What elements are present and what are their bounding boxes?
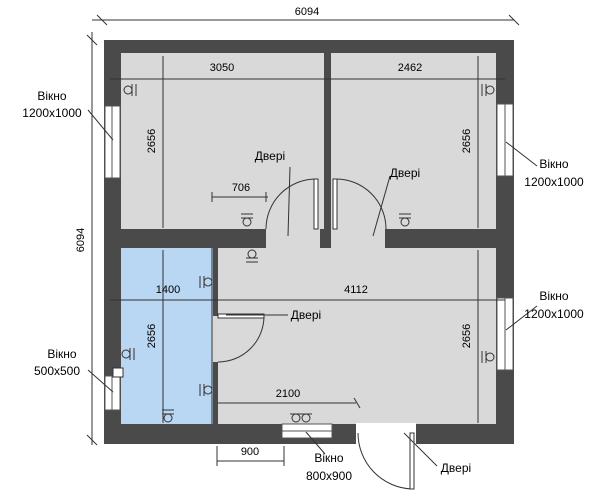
dim-room-top-right-width: 2462 (398, 62, 422, 74)
dim-door-offset: 900 (241, 446, 259, 458)
dim-overall-height: 6094 (75, 228, 87, 252)
door-swing-top-right (335, 178, 387, 230)
room-top-left (121, 53, 324, 229)
callout-leaders (87, 109, 538, 467)
label-window-bottom-title: Вікно (314, 451, 344, 465)
opening-bathroom-door (211, 316, 220, 362)
window-right-top (496, 103, 514, 177)
label-window-left-top-title: Вікно (37, 89, 67, 103)
dim-room-large-width: 4112 (344, 284, 368, 296)
dim-window-segment: 2100 (276, 388, 300, 400)
window-bottom (281, 423, 333, 439)
socket-symbols (121, 84, 495, 423)
label-door-top-right: Двері (390, 166, 420, 180)
dim-room-top-left-width: 3050 (210, 62, 234, 74)
dim-overall-width: 6094 (295, 6, 319, 18)
label-door-entrance: Двері (441, 461, 471, 475)
dim-room-top-right-height: 2656 (461, 129, 473, 153)
room-top-right (331, 53, 496, 229)
label-window-left-top-size: 1200х1000 (22, 106, 82, 120)
door-leaf-entrance (409, 432, 415, 490)
label-window-right-bottom-size: 1200х1000 (524, 307, 584, 321)
door-leaf-top-left (313, 178, 319, 230)
door-leaf-top-right (332, 178, 338, 230)
dim-wall-offset: 706 (232, 182, 250, 194)
opening-top-left-door (266, 228, 320, 250)
door-leaf-bathroom (217, 313, 265, 319)
label-window-right-top-title: Вікно (539, 157, 569, 171)
dim-room-large-height: 2656 (461, 324, 473, 348)
door-swing-bathroom (217, 315, 265, 363)
dimension-lines (86, 14, 520, 466)
room-bathroom (121, 248, 213, 424)
label-window-small-size: 500х500 (34, 364, 80, 378)
door-swing-entrance (357, 432, 413, 490)
label-window-bottom-size: 800х900 (306, 469, 352, 483)
room-bottom-right (218, 248, 496, 424)
label-window-right-top-size: 1200х1000 (524, 175, 584, 189)
window-right-bottom (496, 297, 514, 371)
label-door-bathroom: Двері (291, 308, 321, 322)
dim-room-small-width: 1400 (156, 284, 180, 296)
window-left-small (104, 375, 121, 411)
opening-top-right-door (331, 228, 385, 250)
dim-room-small-height: 2656 (146, 324, 158, 348)
opening-entrance (356, 423, 416, 445)
label-door-top-left: Двері (255, 149, 285, 163)
window-left-top (104, 105, 121, 179)
label-window-small-title: Вікно (47, 347, 77, 361)
label-window-right-bottom-title: Вікно (539, 289, 569, 303)
dim-room-top-left-height: 2656 (146, 129, 158, 153)
electric-box (112, 367, 124, 378)
